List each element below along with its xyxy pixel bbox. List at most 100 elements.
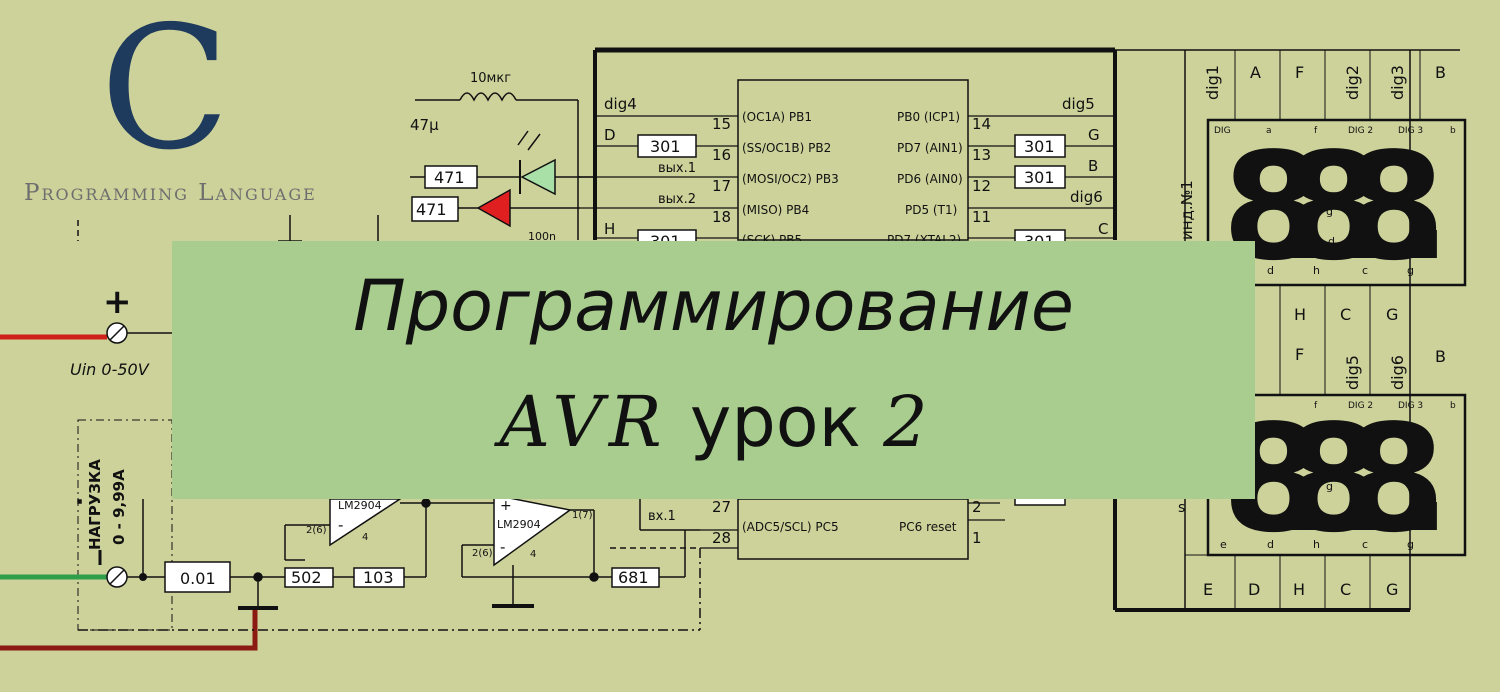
svg-text:g: g [1407, 264, 1414, 277]
svg-text:g: g [1407, 538, 1414, 551]
svg-text:b: b [1450, 126, 1456, 136]
pin-num: 28 [712, 529, 731, 547]
resistor-label: 103 [363, 568, 394, 587]
title-avr: AVR [499, 381, 668, 463]
svg-text:e: e [1296, 222, 1303, 235]
svg-text:4: 4 [530, 549, 536, 560]
svg-text:b: b [1360, 168, 1367, 181]
pin-name: (SS/OC1B) PB2 [742, 141, 831, 155]
resistor-label: 681 [618, 568, 649, 587]
pin-num: 16 [712, 146, 731, 164]
svg-text:dig5: dig5 [1343, 355, 1362, 390]
display-mid-cols: H C G F dig5 dig6 B [1294, 305, 1446, 390]
seven-segment-bottom: 8.8.8. f DIG 2 DIG 3 b g e d h c g [1220, 393, 1456, 565]
svg-text:B: B [1435, 63, 1446, 82]
svg-text:DIG 3: DIG 3 [1398, 401, 1423, 411]
input-terminal [0, 322, 172, 344]
display-side-label: s [1178, 500, 1185, 516]
svg-text:8.8.8.: 8.8.8. [1222, 121, 1452, 293]
svg-text:b: b [1450, 401, 1456, 411]
load-label: НАГРУЗКА [86, 459, 104, 550]
mcu-pins-right: 14 PB0 (ICP1) 13 PD7 (AIN1) 12 PD6 (AIN0… [887, 110, 991, 256]
resistor-label: 301 [1024, 168, 1055, 187]
led-green [517, 130, 580, 196]
svg-text:-: - [500, 538, 505, 556]
svg-text:A: A [1250, 63, 1261, 82]
seven-segment-top: 8.8.8. DIG a f DIG 2 DIG 3 b f a b g e c… [1214, 121, 1456, 293]
input-label: Uin 0-50V [70, 360, 150, 379]
svg-text:f: f [1314, 126, 1318, 136]
svg-text:H: H [1293, 580, 1305, 599]
pin-name: PD6 (AIN0) [897, 172, 963, 186]
pin-name: (MOSI/OC2) PB3 [742, 172, 839, 186]
svg-text:C: C [1340, 305, 1351, 324]
pin-num: 2 [972, 498, 982, 516]
pin-num: 14 [972, 115, 991, 133]
svg-text:f: f [1314, 401, 1318, 411]
pin-num: 12 [972, 177, 991, 195]
svg-text:d: d [1328, 235, 1335, 248]
svg-text:DIG 2: DIG 2 [1348, 126, 1373, 136]
opamp-1: LM2904 - 2(6) 4 [306, 498, 403, 547]
wire-label: G [1088, 126, 1100, 144]
svg-text:8.8.8.: 8.8.8. [1222, 393, 1452, 565]
logo-subtitle: Programming Language [24, 180, 317, 206]
opamp-2: + LM2904 - 2(6) 1(7) 4 [472, 494, 593, 567]
resistor-label: 471 [416, 200, 447, 219]
pin-name: PD7 (AIN1) [897, 141, 963, 155]
pin-num: 11 [972, 208, 991, 226]
wire-label: dig4 [604, 95, 637, 113]
resistor-label: 502 [291, 568, 322, 587]
svg-text:D: D [1248, 580, 1260, 599]
pin-name: PC6 reset [899, 520, 957, 534]
inductor-label: 10мкг [470, 71, 511, 86]
pin-name: PB0 (ICP1) [897, 110, 960, 124]
wire-label: вых.2 [658, 192, 696, 207]
wire-label: C [1098, 220, 1108, 238]
mcu-pins-bottom: 27 28 (ADC5/SCL) PC5 2 1 PC6 reset [712, 498, 982, 547]
misc-lines [77, 215, 379, 242]
pin-num: 13 [972, 146, 991, 164]
pin-name: (OC1A) PB1 [742, 110, 812, 124]
svg-text:G: G [1386, 305, 1398, 324]
svg-text:+: + [500, 498, 512, 514]
display-label: инд.№1 [1178, 180, 1196, 240]
shunt-chain [77, 498, 701, 631]
input-plus: + [103, 282, 132, 322]
svg-text:a: a [1326, 152, 1333, 165]
svg-text:2(6): 2(6) [306, 525, 327, 536]
svg-text:F: F [1295, 63, 1304, 82]
bottom-resistor-labels: 0.01 502 103 681 [180, 568, 649, 588]
power-filter [415, 92, 595, 240]
load-terminal [0, 419, 258, 651]
title-number: 2 [883, 381, 928, 463]
load-range: 0 - 9,99A [110, 469, 128, 545]
svg-text:c: c [1362, 538, 1368, 551]
led-red [476, 188, 580, 228]
wire-label: dig6 [1070, 188, 1103, 206]
mcu-pins-left: 15 (OC1A) PB1 16 (SS/OC1B) PB2 17 (MOSI/… [712, 110, 839, 256]
svg-text:g: g [1326, 205, 1333, 218]
wire-label: H [604, 220, 615, 238]
display-top-cols: dig1 A F dig2 dig3 B [1203, 63, 1446, 100]
resistor-label: 0.01 [180, 569, 216, 588]
c-logo: C [100, 0, 231, 188]
svg-text:H: H [1294, 305, 1306, 324]
svg-text:LM2904: LM2904 [338, 499, 382, 512]
resistor-label: 301 [650, 137, 681, 156]
led-resistors: 471 471 [411, 165, 520, 222]
capacitor-label: 100n [528, 230, 556, 243]
pin-name: PD5 (T1) [905, 203, 957, 217]
wire-labels: dig4 D H вых.1 вых.2 вх.1 dig5 G B dig6 … [604, 95, 1108, 524]
svg-text:c: c [1358, 216, 1364, 229]
svg-text:B: B [1435, 347, 1446, 366]
resistor-label: 301 [1024, 137, 1055, 156]
svg-text:C: C [1340, 580, 1351, 599]
svg-text:DIG: DIG [1214, 126, 1231, 136]
svg-text:h: h [1313, 264, 1320, 277]
svg-text:E: E [1203, 580, 1213, 599]
pin-name: (MISO) PB4 [742, 203, 809, 217]
title-lesson: урок [689, 381, 861, 463]
